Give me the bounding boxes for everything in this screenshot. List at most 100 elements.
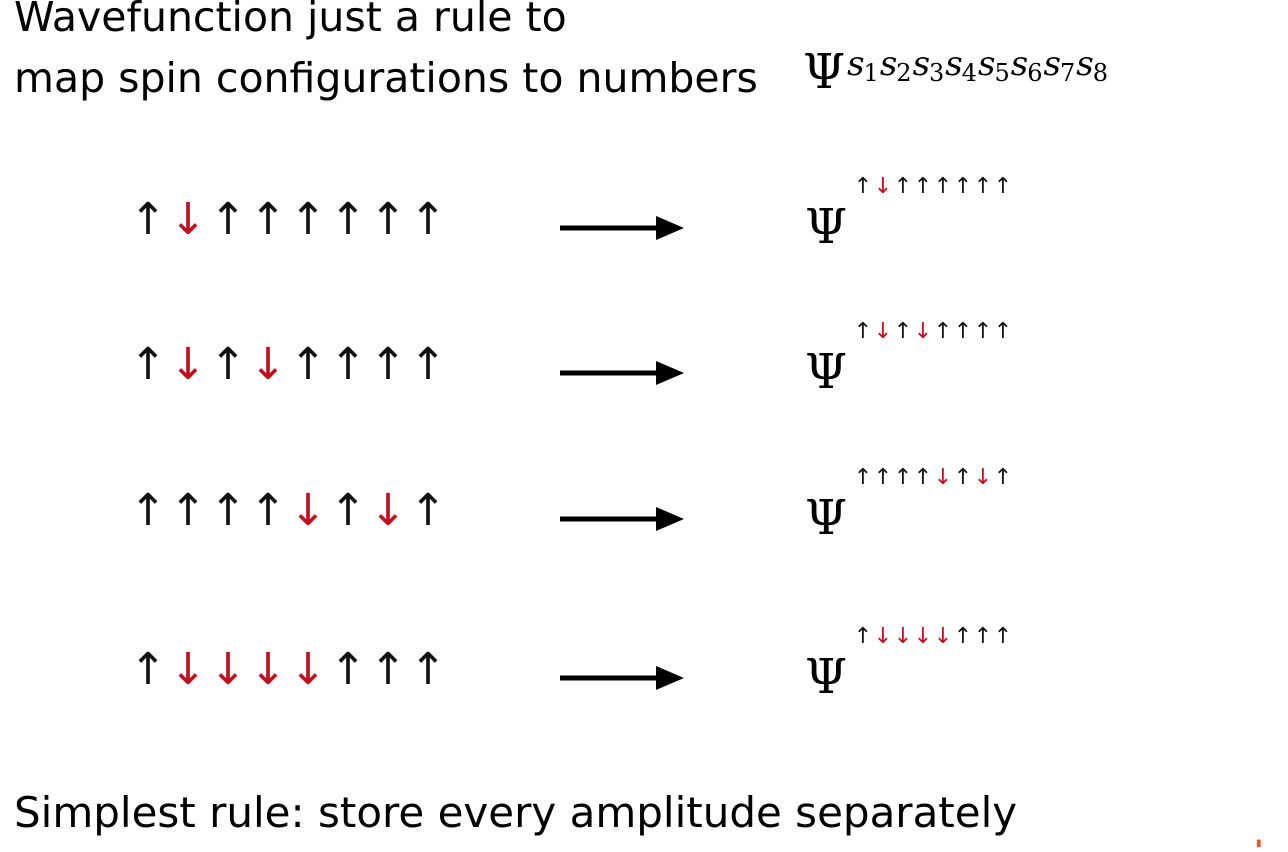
superscript-spin-up-arrow-icon: ↑ — [853, 174, 873, 199]
superscript-spin-up-arrow-icon: ↑ — [953, 319, 973, 344]
index-variable: s — [1010, 44, 1028, 84]
spin-down-arrow-icon: ↓ — [249, 644, 287, 695]
index-variable: s — [978, 44, 995, 84]
superscript-spin-up-arrow-icon: ↑ — [893, 174, 913, 199]
configuration-row: ↑↓↑↑↑↑↑↑Ψ↑↓↑↑↑↑↑↑ — [0, 176, 1288, 288]
spin-down-arrow-icon: ↓ — [369, 485, 407, 536]
index-subscript: 7 — [1059, 59, 1075, 87]
spin-up-arrow-icon: ↑ — [369, 194, 407, 245]
superscript-spin-down-arrow-icon: ↓ — [933, 465, 953, 490]
spin-down-arrow-icon: ↓ — [169, 194, 207, 245]
superscript-spin-up-arrow-icon: ↑ — [953, 174, 973, 199]
spin-configuration: ↑↓↑↓↑↑↑↑ — [128, 343, 448, 387]
spin-up-arrow-icon: ↑ — [249, 485, 287, 536]
superscript-spin-down-arrow-icon: ↓ — [973, 465, 993, 490]
superscript-spin-down-arrow-icon: ↓ — [913, 319, 933, 344]
index-subscript: 6 — [1027, 59, 1042, 87]
index-subscript: 3 — [929, 59, 944, 87]
superscript-spin-up-arrow-icon: ↑ — [893, 465, 913, 490]
superscript-spin-up-arrow-icon: ↑ — [993, 465, 1013, 490]
index-variable: s — [847, 44, 864, 84]
index-subscript: 8 — [1092, 59, 1108, 87]
superscript-spin-up-arrow-icon: ↑ — [953, 624, 973, 649]
spin-down-arrow-icon: ↓ — [169, 339, 207, 390]
wavefunction-header-formula: Ψs1s2s3s4s5s6s7s8 — [803, 44, 1109, 96]
spin-up-arrow-icon: ↑ — [289, 339, 327, 390]
superscript-spin-up-arrow-icon: ↑ — [973, 319, 993, 344]
spin-up-arrow-icon: ↑ — [209, 194, 247, 245]
superscript-spin-down-arrow-icon: ↓ — [913, 624, 933, 649]
spin-configuration: ↑↓↓↓↓↑↑↑ — [128, 648, 448, 692]
superscript-spin-up-arrow-icon: ↑ — [873, 465, 893, 490]
superscript-spin-configuration: ↑↑↑↑↓↑↓↑ — [853, 467, 1013, 489]
superscript-spin-up-arrow-icon: ↑ — [973, 174, 993, 199]
spin-up-arrow-icon: ↑ — [289, 194, 327, 245]
spin-up-arrow-icon: ↑ — [209, 485, 247, 536]
superscript-spin-configuration: ↑↓↑↓↑↑↑↑ — [853, 321, 1013, 343]
arrow-head — [656, 666, 684, 690]
html5-icon: ▮ — [1256, 838, 1262, 849]
right-arrow-icon — [560, 666, 684, 690]
spin-up-arrow-icon: ↑ — [169, 485, 207, 536]
right-arrow-icon — [560, 216, 684, 240]
spin-down-arrow-icon: ↓ — [209, 644, 247, 695]
superscript-spin-down-arrow-icon: ↓ — [893, 624, 913, 649]
superscript-spin-configuration: ↑↓↓↓↓↑↑↑ — [853, 626, 1013, 648]
spin-up-arrow-icon: ↑ — [409, 194, 447, 245]
spin-up-arrow-icon: ↑ — [329, 194, 367, 245]
psi-amplitude-symbol: Ψ — [805, 199, 848, 255]
right-arrow-icon — [560, 361, 684, 385]
index-variable: s — [1043, 44, 1061, 84]
superscript-spin-up-arrow-icon: ↑ — [913, 174, 933, 199]
superscript-spin-up-arrow-icon: ↑ — [933, 319, 953, 344]
index-subscript: 1 — [863, 59, 879, 87]
spin-up-arrow-icon: ↑ — [209, 339, 247, 390]
title-line-2: map spin configurations to numbers — [14, 54, 758, 102]
index-variable: s — [879, 44, 897, 84]
superscript-spin-up-arrow-icon: ↑ — [933, 174, 953, 199]
configuration-row: ↑↑↑↑↓↑↓↑Ψ↑↑↑↑↓↑↓↑ — [0, 467, 1288, 579]
superscript-spin-up-arrow-icon: ↑ — [853, 319, 873, 344]
superscript-spin-up-arrow-icon: ↑ — [893, 319, 913, 344]
spin-down-arrow-icon: ↓ — [289, 485, 327, 536]
superscript-spin-up-arrow-icon: ↑ — [913, 465, 933, 490]
title-line-1: Wavefunction just a rule to — [14, 0, 567, 41]
superscript-spin-up-arrow-icon: ↑ — [953, 465, 973, 490]
spin-configuration: ↑↑↑↑↓↑↓↑ — [128, 489, 448, 533]
superscript-spin-up-arrow-icon: ↑ — [853, 624, 873, 649]
superscript-spin-down-arrow-icon: ↓ — [873, 319, 893, 344]
psi-amplitude-symbol: Ψ — [805, 344, 848, 400]
arrow-head — [656, 361, 684, 385]
index-subscript: 4 — [961, 59, 977, 87]
spin-up-arrow-icon: ↑ — [129, 194, 167, 245]
spin-up-arrow-icon: ↑ — [249, 194, 287, 245]
superscript-spin-down-arrow-icon: ↓ — [933, 624, 953, 649]
right-arrow-icon — [560, 507, 684, 531]
spin-up-arrow-icon: ↑ — [329, 339, 367, 390]
superscript-spin-up-arrow-icon: ↑ — [993, 174, 1013, 199]
superscript-spin-up-arrow-icon: ↑ — [973, 624, 993, 649]
spin-up-arrow-icon: ↑ — [409, 485, 447, 536]
spin-up-arrow-icon: ↑ — [409, 644, 447, 695]
index-variable: s — [912, 44, 930, 84]
spin-down-arrow-icon: ↓ — [289, 644, 327, 695]
footer-caption: Simplest rule: store every amplitude sep… — [14, 788, 1018, 837]
spin-down-arrow-icon: ↓ — [249, 339, 287, 390]
spin-up-arrow-icon: ↑ — [369, 339, 407, 390]
spin-up-arrow-icon: ↑ — [409, 339, 447, 390]
superscript-spin-up-arrow-icon: ↑ — [993, 624, 1013, 649]
superscript-spin-up-arrow-icon: ↑ — [853, 465, 873, 490]
spin-up-arrow-icon: ↑ — [329, 644, 367, 695]
spin-up-arrow-icon: ↑ — [369, 644, 407, 695]
spin-up-arrow-icon: ↑ — [129, 339, 167, 390]
spin-configuration: ↑↓↑↑↑↑↑↑ — [128, 198, 448, 242]
spin-up-arrow-icon: ↑ — [129, 485, 167, 536]
index-subscript: 2 — [896, 59, 911, 87]
superscript-spin-down-arrow-icon: ↓ — [873, 174, 893, 199]
configuration-row: ↑↓↓↓↓↑↑↑Ψ↑↓↓↓↓↑↑↑ — [0, 626, 1288, 738]
spin-index-sequence: s1s2s3s4s5s6s7s8 — [847, 44, 1109, 87]
index-variable: s — [1076, 44, 1093, 84]
index-subscript: 5 — [994, 59, 1009, 87]
psi-amplitude-symbol: Ψ — [805, 649, 848, 705]
arrow-head — [656, 216, 684, 240]
